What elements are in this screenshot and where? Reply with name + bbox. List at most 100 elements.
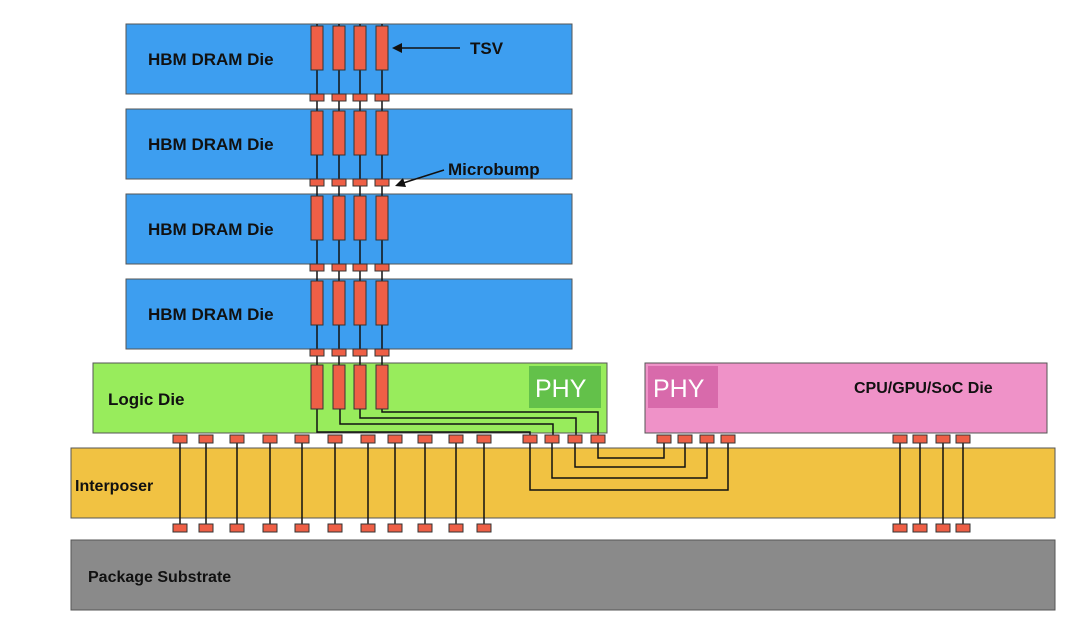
dram-die-3 [125,193,573,265]
top-bump [567,434,583,444]
microbump [352,93,368,102]
top-bump [448,434,464,444]
tsv [375,25,389,71]
dram-die-1 [125,23,573,95]
top-bump [677,434,693,444]
bottom-bump [172,523,188,533]
tsv-stack [310,24,389,410]
microbump [309,178,325,187]
microbump [374,348,390,357]
tsv [310,195,324,241]
tsv [353,25,367,71]
phy-wire-4 [529,440,729,491]
bottom-bump [448,523,464,533]
cpu-phy-label: PHY [653,375,705,403]
top-bump [935,434,951,444]
dram-die-1-label: HBM DRAM Die [148,50,274,69]
top-bump [912,434,928,444]
logic-phy-block [529,366,601,408]
tsv [310,364,324,410]
bottom-bump [327,523,343,533]
tsv [332,25,346,71]
tsv [332,110,346,156]
bottom-bump [387,523,403,533]
dram-die-4 [125,278,573,350]
top-bump [720,434,736,444]
microbump [352,348,368,357]
bottom-bump [229,523,245,533]
top-bump [262,434,278,444]
microbump [309,263,325,272]
package-substrate [70,539,1056,611]
tsv [332,280,346,326]
top-bump [229,434,245,444]
phy-wire-1 [597,440,665,459]
tsv [310,280,324,326]
bottom-bump [476,523,492,533]
bottom-bump [417,523,433,533]
tsv [353,364,367,410]
tsv [375,280,389,326]
microbump-callout-arrow [399,169,445,185]
phy-interconnect-wires [529,440,729,491]
top-bump [590,434,606,444]
microbump-callout-arrowhead [395,178,406,187]
microbump [374,263,390,272]
dram-die-3-label: HBM DRAM Die [148,220,274,239]
top-bump [476,434,492,444]
logic-die-label: Logic Die [108,390,185,409]
dram-die-2-label: HBM DRAM Die [148,135,274,154]
cpu-phy-block [648,366,718,408]
bottom-bump [935,523,951,533]
top-bump [892,434,908,444]
top-bump [417,434,433,444]
bottom-bump [955,523,971,533]
interposer-label: Interposer [75,478,153,495]
logic-die [92,362,608,434]
top-bump [172,434,188,444]
tsv [332,195,346,241]
top-bump [955,434,971,444]
logic-phy-label: PHY [535,375,587,403]
microbump [331,263,347,272]
logic-wire-4 [381,408,599,438]
top-bump [544,434,560,444]
tsv [353,110,367,156]
phy-wire-3 [551,440,708,479]
dram-die-2 [125,108,573,180]
microbump [331,93,347,102]
microbump [309,93,325,102]
interposer-bumps [172,434,971,533]
tsv [353,195,367,241]
cpu-die-label: CPU/GPU/SoC Die [854,380,993,397]
bottom-bump [294,523,310,533]
logic-wire-3 [359,408,577,438]
microbump [374,178,390,187]
bottom-bump [892,523,908,533]
tsv [310,25,324,71]
tsv [375,110,389,156]
package-substrate-label: Package Substrate [88,569,231,586]
microbump [331,178,347,187]
dram-die-4-label: HBM DRAM Die [148,305,274,324]
top-bump [699,434,715,444]
microbump [352,178,368,187]
top-bump [656,434,672,444]
bottom-bump [360,523,376,533]
bottom-bump [912,523,928,533]
logic-wire-2 [339,408,554,438]
bottom-bump [262,523,278,533]
tsv [310,110,324,156]
top-bump [387,434,403,444]
top-bump [522,434,538,444]
tsv [375,195,389,241]
top-bump [327,434,343,444]
microbump-rows [309,93,390,357]
microbump [374,93,390,102]
tsv [375,364,389,410]
top-bump [294,434,310,444]
tsv [332,364,346,410]
microbump [352,263,368,272]
tsv [353,280,367,326]
top-bump [360,434,376,444]
